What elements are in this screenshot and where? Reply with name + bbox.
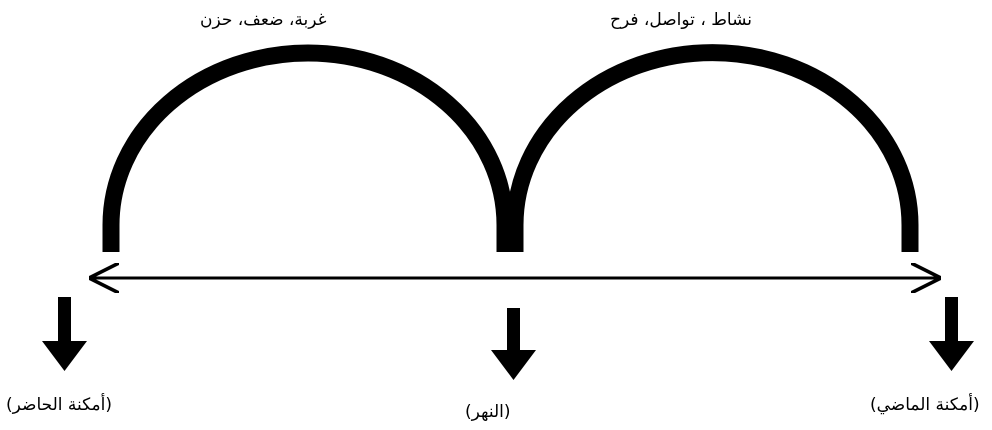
- river-label: (النهر): [465, 402, 511, 422]
- right-arc: [506, 44, 919, 252]
- right-arc-label: نشاط ، تواصل، فرح: [610, 10, 753, 30]
- down-arrow-river-icon: [491, 308, 536, 380]
- left-arc: [102, 44, 514, 252]
- past-places-label: (أمكنة الماضي): [870, 395, 980, 415]
- left-arc-label: غربة، ضعف، حزن: [200, 10, 327, 30]
- present-places-label: (أمكنة الحاضر): [6, 395, 113, 415]
- down-arrow-past-icon: [929, 297, 974, 371]
- down-arrow-present-icon: [42, 297, 87, 371]
